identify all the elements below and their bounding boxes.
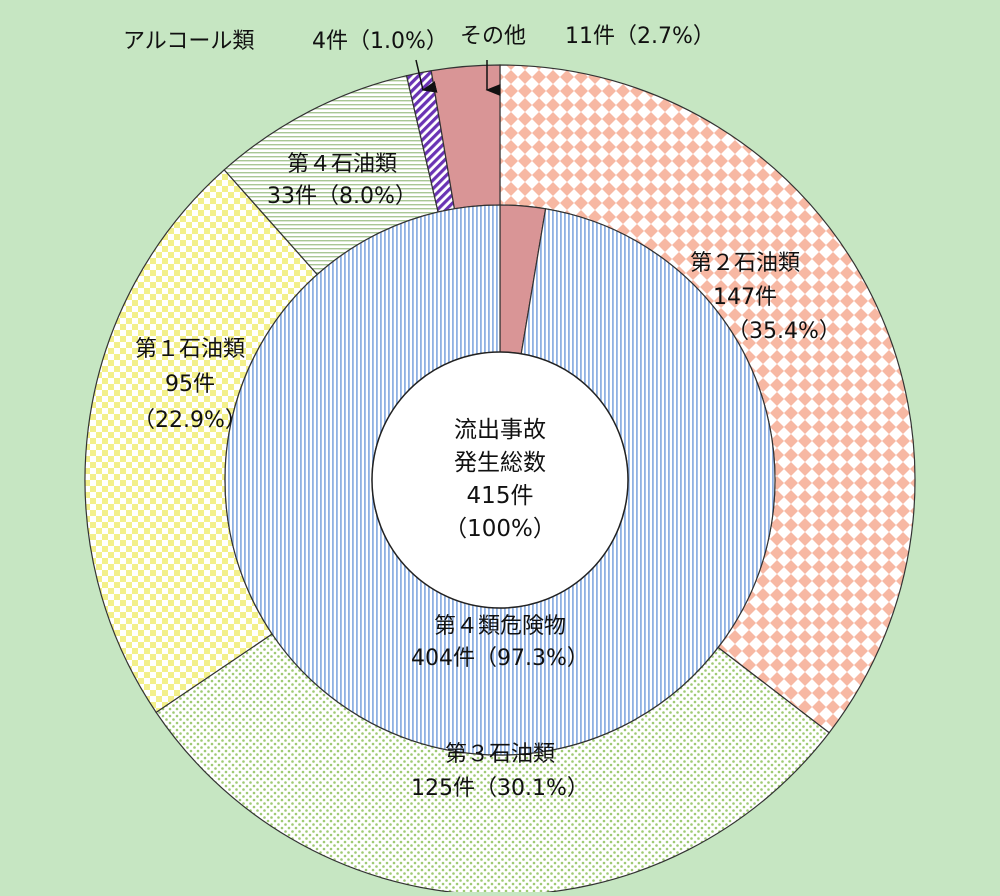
label-petroleum1: 第１石油類: [135, 337, 245, 362]
center-count: 415件: [467, 483, 534, 509]
count-other: 11件（2.7%）: [565, 24, 715, 49]
outer-ring: [84, 64, 916, 896]
count-petroleum2: 147件: [713, 285, 777, 310]
pct-petroleum1: （22.9%）: [133, 408, 247, 433]
inner-label-class4: 第４類危険物: [434, 614, 566, 639]
arrow-alcohol: [415, 59, 438, 93]
inner-ring: [224, 204, 776, 756]
label-other: その他: [460, 24, 526, 49]
center-title-line2: 発生総数: [454, 450, 546, 476]
count-petroleum1: 95件: [165, 372, 215, 397]
count-petroleum4: 33件（8.0%）: [267, 184, 417, 209]
count-petroleum3: 125件（30.1%）: [411, 776, 589, 801]
pct-petroleum2: （35.4%）: [727, 319, 841, 344]
count-alcohol: 4件（1.0%）: [312, 29, 448, 54]
label-petroleum3: 第３石油類: [445, 742, 555, 767]
center-circle: [371, 351, 629, 609]
label-alcohol: アルコール類: [123, 29, 254, 54]
center-percent: （100%）: [444, 516, 556, 542]
center-title-line1: 流出事故: [454, 417, 546, 443]
label-petroleum2: 第２石油類: [690, 251, 800, 276]
label-petroleum4: 第４石油類: [287, 152, 397, 177]
inner-value-class4: 404件（97.3%）: [411, 646, 589, 671]
